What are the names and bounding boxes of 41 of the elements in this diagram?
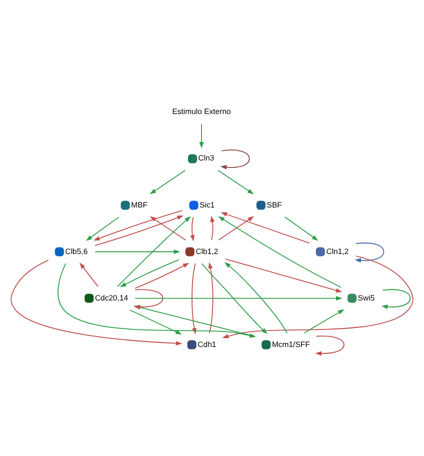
node-circle — [262, 340, 271, 349]
arrow — [86, 216, 120, 240]
arrow — [304, 308, 344, 333]
arrow — [120, 258, 180, 287]
arrow — [354, 242, 384, 262]
node-circle — [84, 293, 94, 302]
arrow — [94, 249, 180, 254]
arrow — [220, 149, 250, 169]
arrow — [224, 262, 288, 334]
arrow — [94, 214, 184, 246]
arrow — [199, 123, 204, 148]
arrow — [225, 258, 342, 292]
arrow — [150, 169, 186, 194]
arrow — [218, 216, 342, 288]
arrow — [93, 210, 183, 240]
arrow — [210, 215, 215, 240]
arrow — [381, 288, 411, 309]
node-circle — [316, 246, 325, 256]
arrow — [130, 309, 182, 334]
node-circle — [189, 200, 198, 210]
arrow — [134, 296, 342, 300]
arrow — [218, 216, 254, 240]
arrow — [134, 262, 190, 288]
arrow — [218, 169, 254, 194]
node-circle — [54, 246, 64, 256]
arrow — [220, 212, 310, 243]
node-circle — [188, 154, 198, 163]
arrow — [190, 216, 195, 241]
arrow — [117, 216, 191, 286]
node-circle — [185, 246, 194, 256]
arrow — [284, 216, 318, 240]
arrow — [10, 259, 182, 346]
node-circle — [187, 340, 196, 349]
arrow — [208, 262, 214, 333]
arrow — [202, 262, 268, 334]
arrow — [150, 216, 186, 240]
node-circle — [348, 293, 357, 302]
node-circle — [120, 200, 130, 210]
arrow — [79, 262, 98, 287]
arrow — [315, 335, 344, 356]
node-circle — [256, 200, 266, 210]
